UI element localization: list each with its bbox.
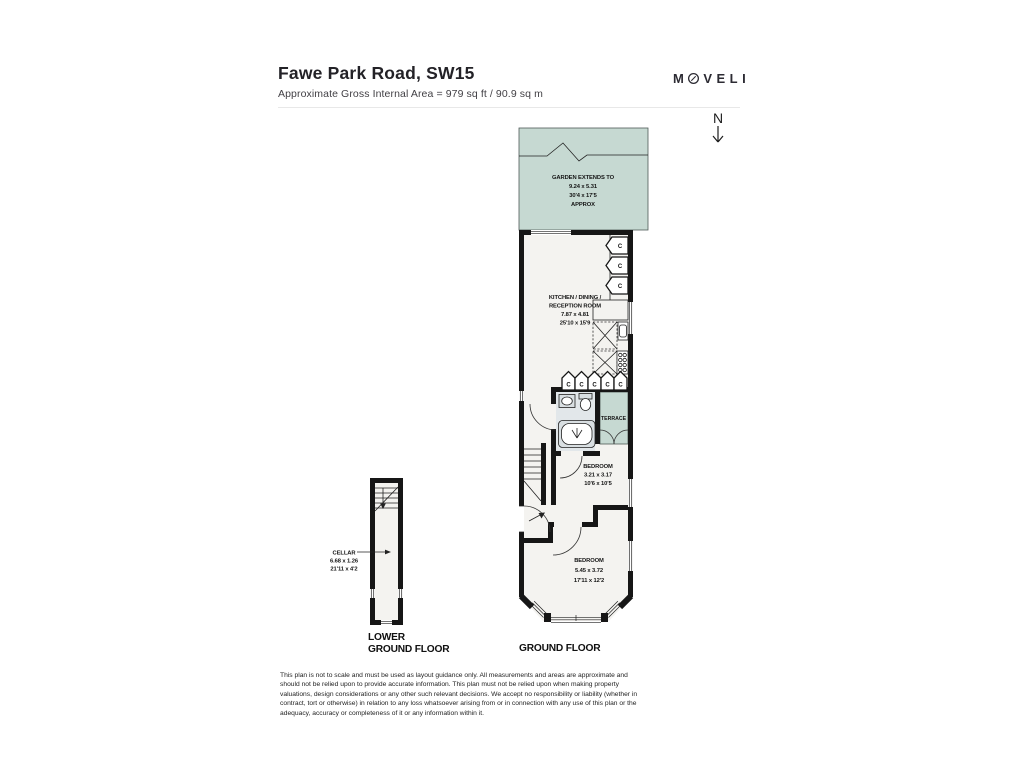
windows (519, 230, 633, 571)
garden-break-line-icon (519, 142, 648, 162)
toilet-icon (578, 393, 593, 411)
moveli-logo: M VELI (673, 71, 750, 86)
lower-ground-floor-label-line2: GROUND FLOOR (368, 644, 450, 655)
entrance-arrow-icon (528, 512, 545, 522)
disclaimer-text: This plan is not to scale and must be us… (280, 672, 638, 717)
cupboard-icon (605, 276, 629, 295)
staircase-cellar (374, 486, 399, 512)
cellar-windows (370, 589, 403, 625)
north-label: N (712, 110, 724, 126)
kitchen-sink-icon (617, 321, 629, 341)
terrace-label: TERRACE (601, 416, 627, 422)
svg-text:C: C (579, 383, 584, 389)
logo-letter-m: M (673, 71, 689, 86)
svg-text:C: C (618, 284, 623, 290)
hob-icon (616, 350, 629, 375)
logo-letters-veli: VELI (703, 71, 751, 86)
svg-text:C: C (592, 383, 597, 389)
north-indicator: N (704, 110, 732, 146)
lower-ground-floor-label-line1: LOWER (368, 632, 406, 643)
bedroom-rear-door-arc (559, 455, 583, 479)
cupboards-bottom: C C C C C (561, 370, 628, 391)
cellar-label-line3: 21'11 x 4'2 (330, 567, 357, 573)
cupboard-icon (574, 370, 589, 391)
cellar-label-line1: CELLAR (333, 551, 357, 557)
svg-text:C: C (566, 383, 571, 389)
ground-floor-label: GROUND FLOOR (519, 643, 601, 654)
bedroom-front-label-line1: BEDROOM (574, 558, 604, 564)
garden-label-line2: 9.24 x 5.31 (569, 184, 598, 190)
bay-window (518, 593, 634, 623)
bedroom-rear-label-line1: BEDROOM (583, 464, 613, 470)
bathroom-door-arc (529, 403, 557, 431)
area-subtitle: Approximate Gross Internal Area = 979 sq… (278, 88, 543, 100)
bathroom-sink-icon (558, 394, 576, 408)
bedroom-front-label-line3: 17'11 x 12'2 (574, 578, 604, 584)
cupboard-icon (605, 236, 629, 255)
cupboard-icon (561, 370, 576, 391)
cupboards-right: C C C (605, 236, 629, 295)
ground-floor-plan: GARDEN EXTENDS TO 9.24 x 5.31 30'4 x 17'… (518, 127, 649, 654)
kitchen-label-line4: 25'10 x 15'9 (560, 321, 591, 327)
cupboard-icon (587, 370, 602, 391)
cellar-leader-arrow-icon (385, 549, 391, 555)
garden-label-line1: GARDEN EXTENDS TO (552, 175, 615, 181)
svg-text:C: C (618, 264, 623, 270)
property-title: Fawe Park Road, SW15 (278, 63, 475, 83)
garden: GARDEN EXTENDS TO 9.24 x 5.31 30'4 x 17'… (518, 127, 649, 231)
svg-text:C: C (605, 383, 610, 389)
kitchen-label-line1: KITCHEN / DINING / (549, 295, 602, 301)
north-arrow-icon (712, 126, 724, 143)
floorplan-drawing: GARDEN EXTENDS TO 9.24 x 5.31 30'4 x 17'… (330, 127, 649, 655)
svg-text:C: C (618, 244, 623, 250)
garden-label-line3: 30'4 x 17'5 (569, 193, 597, 199)
cupboard-icon (600, 370, 615, 391)
header-divider (278, 107, 740, 108)
staircase-ground-floor (523, 448, 542, 502)
bedroom-front-label-line2: 5.45 x 3.72 (575, 568, 603, 574)
bathtub-icon (558, 420, 596, 448)
garden-area (518, 127, 649, 231)
kitchen-label-line3: 7.87 x 4.81 (561, 312, 590, 318)
garden-label-line4: APPROX (571, 202, 595, 208)
kitchen-label-line2: RECEPTION ROOM (549, 304, 601, 310)
terrace-door-right-arc (613, 429, 629, 445)
cellar-callout: CELLAR 6.68 x 1.26 21'11 x 4'2 (330, 549, 391, 573)
bedroom-rear-label-line2: 3.21 x 3.17 (584, 473, 612, 479)
cellar-label-line2: 6.68 x 1.26 (330, 559, 359, 565)
bedroom-front-door-arc (552, 526, 582, 556)
moveli-logo-o-icon (688, 72, 700, 85)
bedroom-rear-label-line3: 10'6 x 10'5 (584, 481, 612, 487)
cupboard-icon (605, 256, 629, 275)
cupboard-icon (613, 370, 628, 391)
lower-ground-floor-plan: CELLAR 6.68 x 1.26 21'11 x 4'2 LOWER GRO… (330, 478, 450, 655)
svg-text:C: C (618, 383, 623, 389)
header: Fawe Park Road, SW15 Approximate Gross I… (278, 63, 543, 100)
